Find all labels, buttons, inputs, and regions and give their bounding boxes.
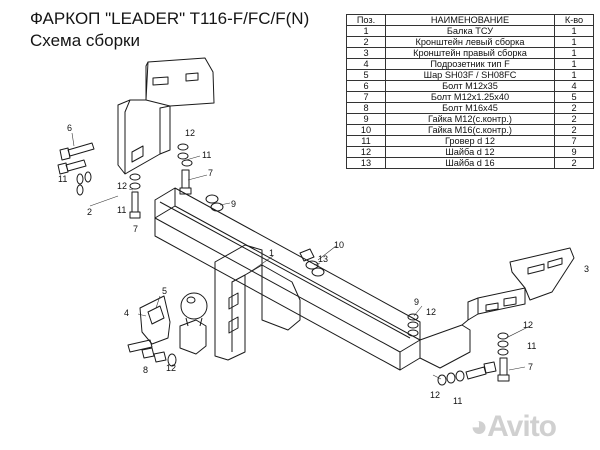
callout-labels: 1 2 3 4 5 6 7 7 7 8 9 9 10 11 11 11 11 1… [58, 123, 589, 406]
callout-7-right: 7 [528, 362, 533, 372]
avito-logo-icon: ◕ [470, 410, 488, 443]
diagram-title: ФАРКОП "LEADER" T116-F/FC/F(N) [30, 9, 310, 28]
left-bracket [117, 57, 215, 175]
row-qty: 2 [554, 157, 594, 169]
callout-11-top: 11 [202, 150, 211, 160]
callout-4: 4 [124, 308, 129, 318]
callout-12-top: 12 [185, 128, 195, 138]
watermark-text: Avito [487, 410, 557, 443]
callout-12-plate: 12 [166, 363, 176, 373]
ball-mount-plate [139, 295, 171, 345]
callout-13: 13 [318, 254, 328, 264]
table-header-row: Поз. НАИМЕНОВАНИЕ К-во [346, 14, 594, 26]
callout-12-bottom: 12 [430, 390, 440, 400]
callout-2: 2 [87, 207, 92, 217]
diagram-subtitle: Схема сборки [30, 31, 140, 50]
leader-lines [71, 132, 531, 380]
tow-ball [179, 292, 208, 355]
beam-nuts [205, 194, 325, 277]
left-bolts [57, 142, 95, 196]
callout-12-left: 12 [117, 181, 127, 191]
callout-1: 1 [269, 248, 274, 258]
callout-11-left: 11 [58, 174, 67, 184]
callout-11-bracket: 11 [117, 205, 126, 215]
plate-bolts [127, 339, 177, 367]
callout-7-center: 7 [208, 168, 213, 178]
callout-12-right: 12 [523, 320, 533, 330]
callout-11-right: 11 [527, 341, 536, 351]
bracket-bolts [129, 143, 193, 219]
title-block: ФАРКОП "LEADER" T116-F/FC/F(N) Схема сбо… [30, 8, 309, 52]
callout-6: 6 [67, 123, 72, 133]
callout-12-beam: 12 [426, 307, 436, 317]
callout-11-bottom: 11 [453, 396, 462, 406]
right-bolts [407, 313, 510, 386]
callout-7-left: 7 [133, 224, 138, 234]
callout-8: 8 [143, 365, 148, 375]
right-bracket [419, 247, 575, 369]
callout-3: 3 [584, 264, 589, 274]
callout-5: 5 [162, 286, 167, 296]
hitch-plate [214, 244, 301, 361]
row-name: Шайба d 16 [385, 157, 555, 169]
callout-9-left: 9 [231, 199, 236, 209]
callout-10: 10 [334, 240, 344, 250]
avito-watermark: ◕Avito [470, 410, 557, 444]
callout-9-right: 9 [414, 297, 419, 307]
